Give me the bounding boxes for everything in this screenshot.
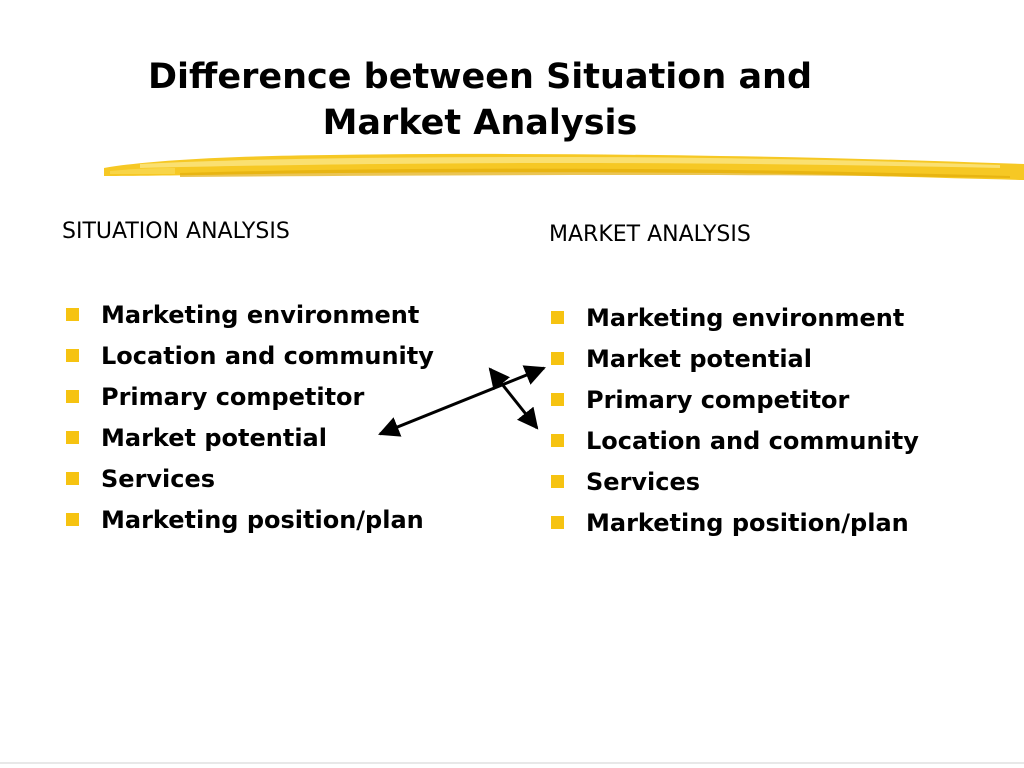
list-item: Marketing position/plan — [66, 502, 434, 543]
list-item-label: Market potential — [586, 345, 812, 373]
list-item: Primary competitor — [551, 382, 919, 423]
list-item: Services — [551, 464, 919, 505]
square-bullet-icon — [66, 308, 79, 321]
square-bullet-icon — [551, 434, 564, 447]
square-bullet-icon — [551, 311, 564, 324]
list-item: Marketing environment — [551, 300, 919, 341]
list-item-label: Marketing environment — [101, 301, 420, 329]
list-item-label: Marketing position/plan — [101, 506, 424, 534]
square-bullet-icon — [551, 516, 564, 529]
list-item: Market potential — [551, 341, 919, 382]
list-item: Location and community — [551, 423, 919, 464]
list-item: Services — [66, 461, 434, 502]
list-item-label: Location and community — [101, 342, 434, 370]
slide-title-line-1: Difference between Situation and — [147, 57, 813, 97]
square-bullet-icon — [66, 472, 79, 485]
list-item-label: Services — [586, 468, 701, 496]
list-item-label: Services — [101, 465, 216, 493]
list-item: Marketing position/plan — [551, 505, 919, 546]
square-bullet-icon — [66, 431, 79, 444]
slide-title-line-2: Market Analysis — [322, 103, 638, 143]
situation-analysis-header: SITUATION ANALYSIS — [62, 219, 290, 244]
list-item: Market potential — [66, 420, 434, 461]
square-bullet-icon — [551, 352, 564, 365]
slide-title: Difference between Situation and Market … — [60, 54, 900, 146]
list-item-label: Location and community — [586, 427, 919, 455]
list-item-label: Market potential — [101, 424, 327, 452]
brush-stroke-icon — [104, 153, 1024, 180]
square-bullet-icon — [66, 513, 79, 526]
square-bullet-icon — [66, 349, 79, 362]
market-analysis-list: Marketing environment Market potential P… — [551, 300, 919, 546]
list-item: Location and community — [66, 338, 434, 379]
bottom-divider — [0, 762, 1024, 764]
list-item-label: Primary competitor — [586, 386, 850, 414]
square-bullet-icon — [66, 390, 79, 403]
square-bullet-icon — [551, 393, 564, 406]
list-item-label: Primary competitor — [101, 383, 365, 411]
list-item: Marketing environment — [66, 297, 434, 338]
list-item: Primary competitor — [66, 379, 434, 420]
square-bullet-icon — [551, 475, 564, 488]
double-headed-arrow-icon — [488, 367, 539, 430]
list-item-label: Marketing position/plan — [586, 509, 909, 537]
situation-analysis-list: Marketing environment Location and commu… — [66, 297, 434, 543]
list-item-label: Marketing environment — [586, 304, 905, 332]
market-analysis-header: MARKET ANALYSIS — [549, 222, 751, 247]
